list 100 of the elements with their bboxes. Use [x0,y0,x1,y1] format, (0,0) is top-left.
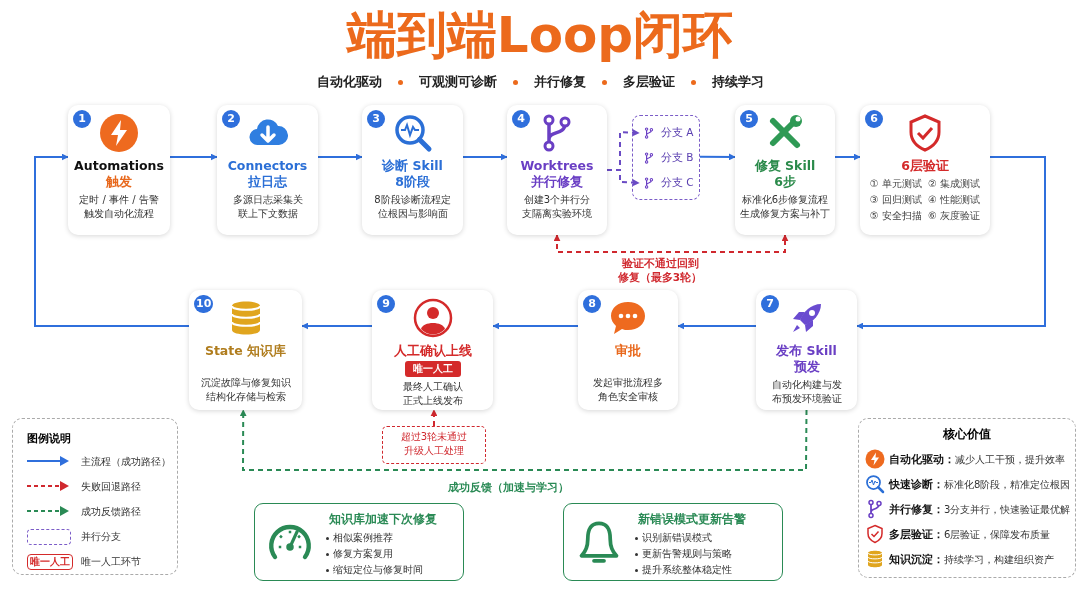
step-number: 8 [583,295,601,313]
step-title: Automations [74,158,164,174]
value-item: 快速诊断：标准化8阶段，精准定位根因 [889,478,1071,492]
card-heading: 知识库加速下次修复 [329,511,437,528]
panel-heading: 核心价值 [942,427,992,442]
step-description: 创建3个并行分支隔离实验环境 [521,193,593,221]
step-number: 5 [740,110,758,128]
step-title: 诊断 Skill [382,158,443,174]
step-card [735,105,835,235]
card-heading: 新错误模式更新告警 [638,511,746,528]
step-description: 标准化6步修复流程生成修复方案与补丁 [739,193,831,221]
arrow [34,153,190,327]
step-card [507,105,607,235]
subtitle-item: 并行修复 [533,74,586,91]
step-card [372,290,493,410]
step-subtitle: 触发 [106,174,132,190]
step-card [68,105,170,235]
check-item: ③ 回归测试 [869,193,922,207]
feedback-card [563,503,783,581]
value-panel [858,418,1076,578]
legend-label: 唯一人工环节 [81,555,141,569]
legend-badge: 唯一人工 [27,554,73,570]
escalation-note [382,426,486,464]
step-subtitle: 拉日志 [248,174,287,190]
legend-title: 图例说明 [27,431,71,446]
step-description: 最终人工确认正式上线发布 [401,380,464,408]
step-number: 4 [512,110,530,128]
step-subtitle: 并行修复 [531,174,583,190]
human-only-badge: 唯一人工 [404,361,461,377]
value-item: 并行修复：3分支并行，快速验证最优解 [889,503,1071,517]
step-title: 审批 [615,343,641,359]
bullet-item: 缩短定位与修复时间 [333,563,423,577]
arrow [169,153,218,161]
arrow [834,153,861,161]
step-number: 6 [865,110,883,128]
branch-group [632,115,700,200]
arrow [492,322,579,330]
value-item: 知识沉淀：持续学习，构建组织资产 [889,553,1054,567]
step-description: 发起审批流程多角色安全审核 [592,376,664,404]
step-description: 定时 / 事件 / 告警触发自动化流程 [78,193,160,221]
bullet-item: 相似案例推荐 [333,531,393,545]
arrow [301,322,373,330]
step-number: 1 [73,110,91,128]
bullet-item: 提升系统整体稳定性 [642,563,732,577]
arrow [317,153,363,161]
step-number: 2 [222,110,240,128]
step-subtitle: 6步 [774,174,796,190]
step-subtitle: 预发 [793,359,820,375]
branch-label: 分支 C [661,176,694,190]
check-item: ② 集成测试 [928,177,981,191]
arrow [677,322,757,330]
step-number: 10 [194,295,214,313]
check-item: ⑥ 灰度验证 [928,209,981,223]
step-card [756,290,857,410]
step-description: 自动化构建与发布预发环境验证 [770,378,843,406]
step-title: 发布 Skill [776,343,837,359]
value-item: 多层验证：6层验证，保障发布质量 [889,528,1051,542]
step-number: 9 [377,295,395,313]
bullet-item: 更新告警规则与策略 [642,547,732,561]
feedback-card [254,503,464,581]
bullet-item: 识别新错误模式 [642,531,712,545]
dashed-arrow [553,234,789,253]
step-title: 6层验证 [901,158,949,174]
arrow [462,153,508,161]
step-title: Worktrees [520,158,594,174]
step-title: State 知识库 [204,343,287,359]
step-card [860,105,990,235]
step-card [217,105,318,235]
step-subtitle: 8阶段 [395,174,430,190]
arrow [856,156,1046,330]
bullet-item: 修复方案复用 [333,547,393,561]
dashed-arrow [239,409,808,471]
step-description: 多源日志采集关联上下文数据 [231,193,304,221]
subtitle-item: 持续学习 [711,74,764,91]
check-item: ① 单元测试 [869,177,922,191]
value-item: 自动化驱动：减少人工干预，提升效率 [889,453,1065,467]
dashed-arrow [430,409,438,427]
step-card [578,290,678,410]
check-item: ④ 性能测试 [928,193,981,207]
dashed-arrow [606,169,640,187]
step-number: 3 [367,110,385,128]
legend-label: 主流程（成功路径） [81,455,171,469]
legend-label: 失败回退路径 [81,480,141,494]
check-item: ⑤ 安全扫描 [869,209,922,223]
step-description: 沉淀故障与修复知识结构化存储与检索 [199,376,292,404]
step-title: 人工确认上线 [393,343,472,359]
branch-label: 分支 B [661,151,694,165]
subtitle-item: 自动化驱动 [316,74,382,91]
step-number: 7 [761,295,779,313]
step-title: Connectors [227,158,308,174]
legend-label: 并行分支 [81,530,121,544]
step-card [189,290,302,410]
step-description: 8阶段诊断流程定位根因与影响面 [373,193,452,221]
diagram-title: 端到端Loop闭环 [345,5,735,66]
branch-label: 分支 A [661,126,694,140]
step-title: 修复 Skill [754,158,816,174]
subtitle-item: 多层验证 [622,74,675,91]
arrow [699,153,736,161]
step-card [362,105,463,235]
legend-label: 成功反馈路径 [81,505,141,519]
